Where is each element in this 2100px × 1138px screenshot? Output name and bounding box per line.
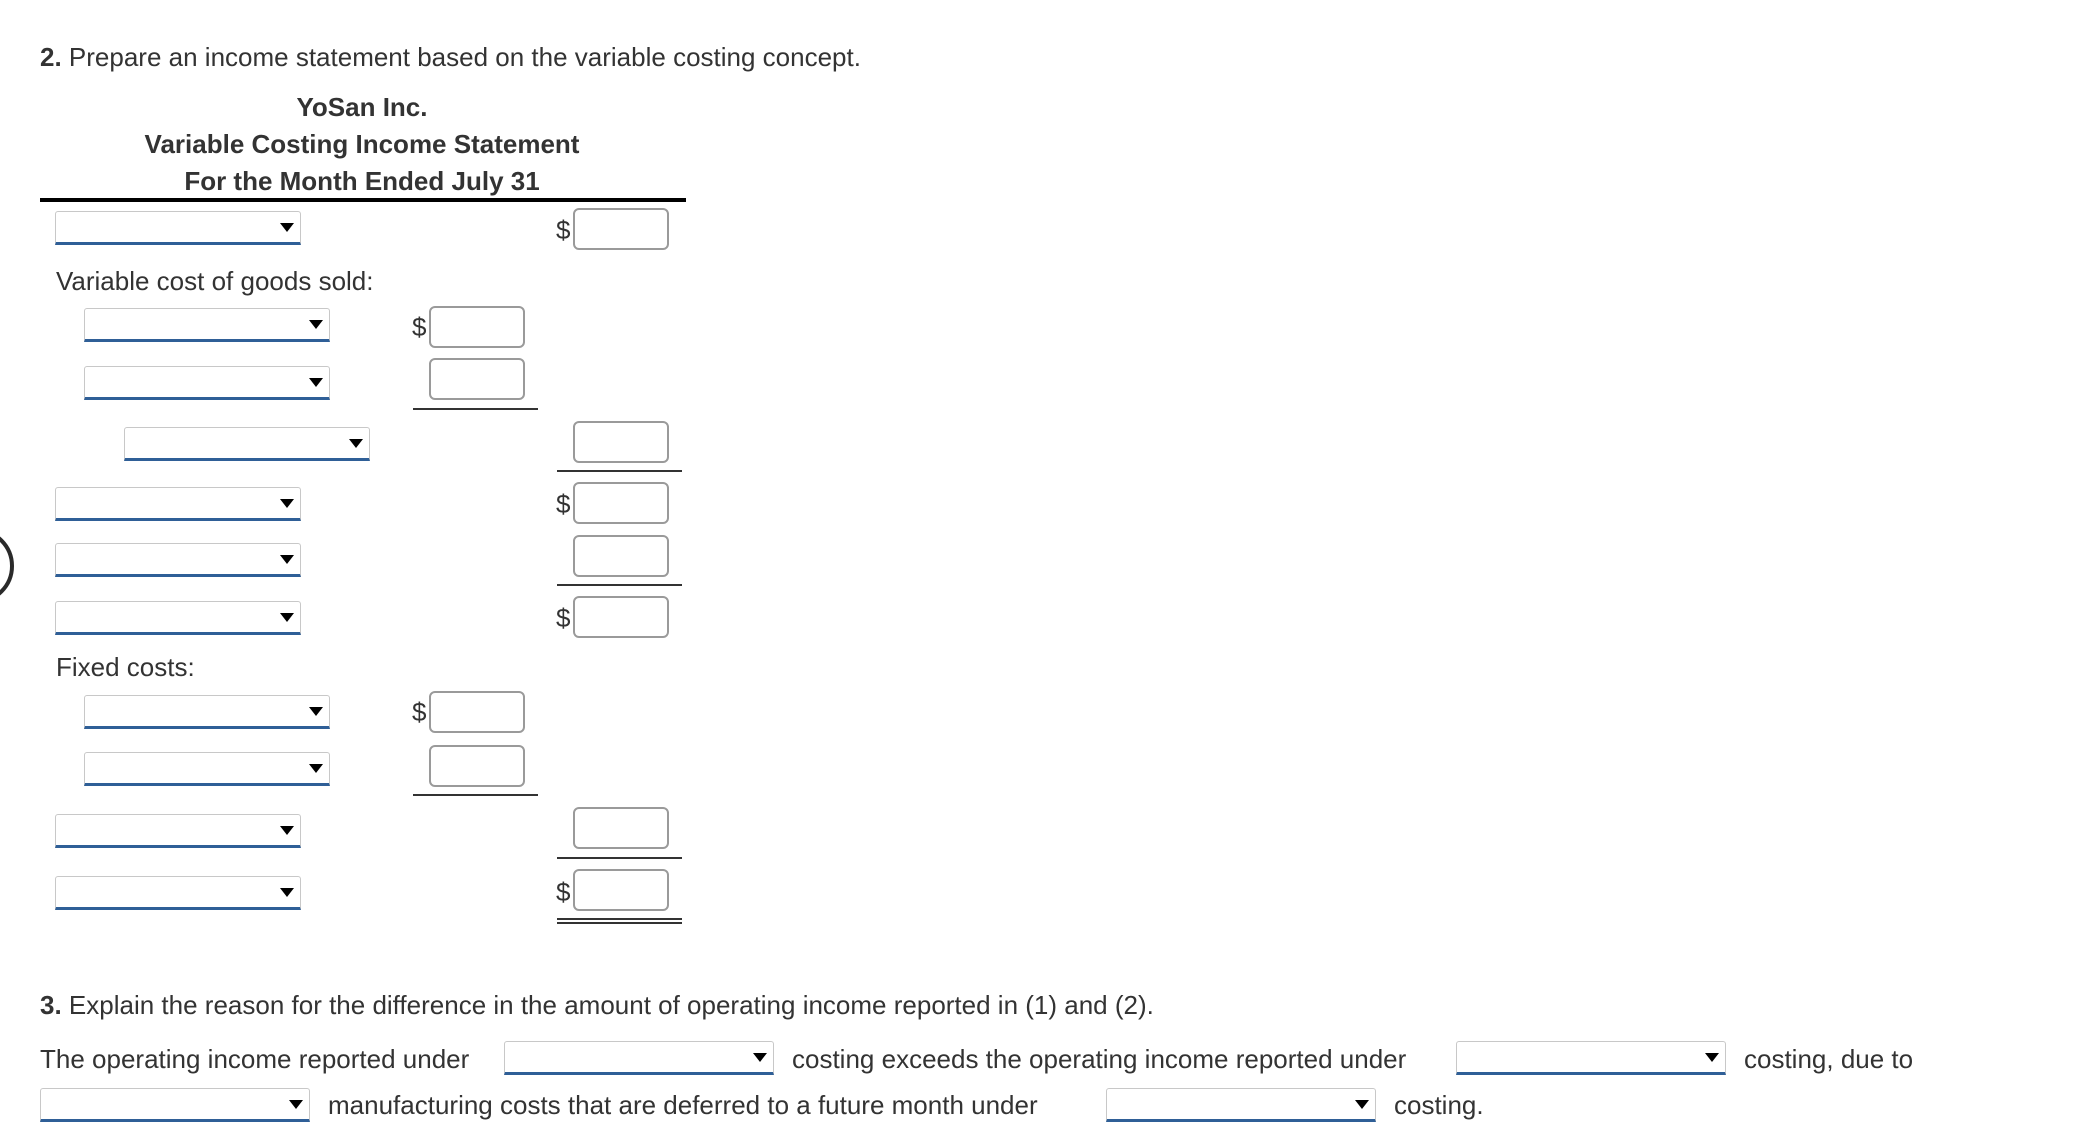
statement-line-2-select[interactable] (55, 487, 301, 521)
chevron-down-icon (1355, 1100, 1369, 1109)
fixed-costs-total-amount[interactable] (573, 807, 669, 849)
chevron-down-icon (280, 555, 294, 564)
dollar-sign: $ (412, 697, 427, 727)
total-underline (557, 470, 682, 472)
q3-costing-method-select-1[interactable] (504, 1041, 774, 1075)
variable-cogs-label: Variable cost of goods sold: (56, 266, 374, 296)
total-underline (557, 584, 682, 586)
q3-sentence-part-3: costing, due to (1744, 1044, 1914, 1074)
statement-line-2-amount[interactable] (573, 482, 669, 524)
fixed-cost-item-2-amount[interactable] (429, 745, 525, 787)
statement-line-1-select[interactable] (55, 211, 301, 245)
total-underline (557, 857, 682, 859)
dollar-sign: $ (556, 489, 571, 519)
dollar-sign: $ (412, 312, 427, 342)
q3-sentence-part-5: costing. (1394, 1090, 1484, 1120)
q3-sentence-part-1: The operating income reported under (40, 1044, 470, 1074)
operating-income-select[interactable] (55, 876, 301, 910)
chevron-down-icon (309, 378, 323, 387)
chevron-down-icon (309, 320, 323, 329)
variable-cogs-item-1-select[interactable] (84, 308, 330, 342)
chevron-down-icon (1705, 1053, 1719, 1062)
chevron-down-icon (280, 223, 294, 232)
fixed-cost-item-1-select[interactable] (84, 695, 330, 729)
q3-cost-type-select[interactable] (40, 1088, 310, 1122)
statement-line-4-select[interactable] (55, 601, 301, 635)
chevron-down-icon (280, 613, 294, 622)
statement-line-3-amount[interactable] (573, 535, 669, 577)
circle-icon (0, 528, 14, 604)
q3-costing-method-select-2[interactable] (1456, 1041, 1726, 1075)
header-rule (40, 198, 686, 202)
chevron-down-icon (289, 1100, 303, 1109)
question-3-text: Explain the reason for the difference in… (68, 990, 1154, 1020)
chevron-down-icon (280, 826, 294, 835)
statement-title: Variable Costing Income Statement (144, 129, 580, 159)
chevron-down-icon (280, 888, 294, 897)
fixed-cost-item-2-select[interactable] (84, 752, 330, 786)
subtotal-underline (413, 408, 538, 410)
dollar-sign: $ (556, 215, 571, 245)
question-2: 2. Prepare an income statement based on … (40, 42, 861, 73)
fixed-cost-item-1-amount[interactable] (429, 691, 525, 733)
variable-cogs-item-2-amount[interactable] (429, 358, 525, 400)
question-2-number: 2. (40, 42, 62, 72)
statement-period: For the Month Ended July 31 (184, 166, 540, 196)
dollar-sign: $ (556, 603, 571, 633)
q3-sentence-part-2: costing exceeds the operating income rep… (792, 1044, 1407, 1074)
chevron-down-icon (280, 499, 294, 508)
chevron-down-icon (309, 707, 323, 716)
variable-cogs-total-amount[interactable] (573, 421, 669, 463)
chevron-down-icon (349, 439, 363, 448)
chevron-down-icon (753, 1053, 767, 1062)
statement-line-3-select[interactable] (55, 543, 301, 577)
question-3-number: 3. (40, 990, 62, 1020)
company-name: YoSan Inc. (296, 92, 428, 122)
chevron-down-icon (309, 764, 323, 773)
statement-line-1-amount[interactable] (573, 208, 669, 250)
question-3: 3. Explain the reason for the difference… (40, 990, 1154, 1021)
statement-line-4-amount[interactable] (573, 596, 669, 638)
question-2-text: Prepare an income statement based on the… (68, 42, 861, 72)
fixed-costs-total-select[interactable] (55, 814, 301, 848)
subtotal-underline (413, 794, 538, 796)
variable-cogs-total-select[interactable] (124, 427, 370, 461)
q3-costing-method-select-3[interactable] (1106, 1088, 1376, 1122)
dollar-sign: $ (556, 877, 571, 907)
double-underline (557, 918, 682, 924)
variable-cogs-item-2-select[interactable] (84, 366, 330, 400)
fixed-costs-label: Fixed costs: (56, 652, 195, 682)
q3-sentence-part-4: manufacturing costs that are deferred to… (328, 1090, 1038, 1120)
operating-income-amount[interactable] (573, 869, 669, 911)
variable-cogs-item-1-amount[interactable] (429, 306, 525, 348)
